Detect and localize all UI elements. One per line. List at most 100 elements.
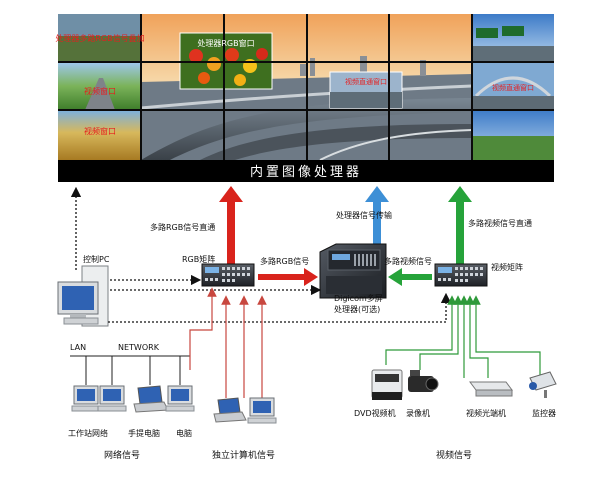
processor-display (332, 254, 350, 260)
video-matrix (434, 263, 488, 287)
caption-independent-pc-signal: 独立计算机信号 (212, 449, 275, 461)
optical-terminal (469, 381, 513, 397)
label-window-rgb-center: 处理器RGB窗口 (197, 38, 254, 48)
label-window-video-center: 视频直通窗口 (345, 77, 387, 86)
tulip (207, 57, 221, 71)
label-workstation: 工作站网络 (68, 428, 108, 438)
processor-lower-panel (326, 276, 382, 294)
workstation-b (97, 385, 127, 412)
label-multi-video-direct: 多路视频信号直通 (468, 218, 532, 228)
label-optical-terminal: 视频光端机 (466, 408, 506, 418)
control-line-to-video-matrix (108, 292, 452, 323)
video-sources (371, 369, 557, 400)
pc-keyboard (63, 317, 99, 325)
tile-left-top-ground (58, 36, 141, 62)
label-window-video-right: 视频直通窗口 (492, 83, 534, 92)
rgb-matrix (201, 263, 255, 287)
independent-desktop (247, 397, 277, 424)
label-control-pc: 控制PC (83, 254, 110, 264)
monitor-camera (529, 371, 557, 398)
up-arrows (219, 186, 472, 270)
highway-lane (140, 84, 473, 110)
rgb-to-processor-arrow (258, 268, 318, 286)
independent-computers (213, 397, 277, 424)
rgb-input-line (189, 287, 217, 370)
independent-laptop (213, 397, 247, 423)
tulip (234, 74, 246, 86)
banner-title: 内置图像处理器 (250, 164, 362, 180)
label-window-rgb-top: 处理器多路RGB信号叠加 (55, 33, 144, 43)
video-up-arrow (448, 186, 472, 270)
caption-network-signal: 网络信号 (104, 449, 140, 461)
label-dvd: DVD视频机 (354, 408, 396, 418)
highway-overpass-b (200, 124, 472, 160)
label-multi-video-signal: 多路视频信号 (384, 256, 432, 266)
tulip (225, 48, 239, 62)
tulip (256, 48, 268, 60)
rgb-matrix-display (205, 267, 219, 273)
window-video-direct-road (330, 92, 402, 108)
skyline-building (360, 56, 367, 76)
network-devices (71, 385, 195, 413)
workstation-a (71, 385, 101, 412)
caption-video-signal: 视频信号 (436, 449, 472, 461)
tile-wheat (58, 110, 141, 160)
digicom-processor (319, 243, 387, 299)
control-lines (70, 186, 452, 323)
label-processor-sub: 处理器(可选) (334, 304, 380, 314)
label-window-wheat: 视频窗口 (84, 126, 116, 136)
label-camcorder: 录像机 (406, 408, 430, 418)
bridge-deck (472, 96, 554, 110)
computer-device (165, 385, 195, 412)
label-multi-rgb-signal: 多路RGB信号 (260, 256, 309, 266)
highway-lane-2 (319, 129, 473, 161)
rgb-up-arrow (219, 186, 243, 270)
tulip (189, 49, 203, 63)
highway-sign (476, 28, 498, 38)
video-input-lines (385, 295, 541, 378)
video-matrix-buttons (438, 267, 483, 282)
skyline-building (300, 64, 306, 76)
banner (58, 160, 554, 182)
lan-lines (70, 355, 190, 385)
laptop-device (133, 385, 169, 413)
label-processor-transfer: 处理器信号传输 (336, 210, 392, 220)
label-video-matrix: 视频矩阵 (491, 262, 523, 272)
processor-slots (354, 254, 376, 266)
video-input-line (471, 295, 541, 378)
tile-right-bottom-grass (472, 136, 554, 160)
video-input-line (419, 295, 463, 370)
highway-sign (502, 26, 524, 36)
tile-right-top-road (472, 46, 554, 62)
label-monitor-cam: 监控器 (532, 408, 556, 418)
label-rgb-matrix: RGB矩阵 (182, 254, 215, 264)
label-computer: 电脑 (176, 428, 192, 438)
label-laptop: 手提电脑 (128, 428, 160, 438)
rgb-matrix-buttons (205, 267, 250, 282)
label-window-video-left: 视频窗口 (84, 86, 116, 96)
wall-grid (58, 14, 554, 160)
bridge-arch (474, 76, 552, 98)
pc-monitor-screen (62, 286, 94, 310)
tile-road (85, 78, 115, 110)
tulip (198, 72, 210, 84)
rgb-input-lines (189, 287, 267, 398)
skyline-building (310, 58, 315, 76)
label-processor-name: Digicom多屏 (334, 293, 383, 303)
video-to-processor-arrow (388, 268, 432, 286)
label-multi-rgb-direct: 多路RGB信号直通 (150, 222, 215, 232)
camcorder (408, 370, 439, 392)
label-lan: LAN (70, 343, 86, 352)
pc-monitor-stand (70, 314, 86, 318)
dvd-player (371, 369, 403, 400)
video-input-line (465, 295, 489, 378)
skyline-building (420, 60, 426, 76)
video-input-line (385, 295, 457, 365)
processor-up-arrow (365, 186, 389, 244)
label-network: NETWORK (118, 343, 160, 352)
video-wall: 处理器多路RGB信号叠加 处理器RGB窗口 视频直通窗口 视频窗口 视频窗口 视… (55, 14, 554, 182)
video-matrix-display (438, 267, 452, 273)
control-pc (57, 265, 109, 327)
